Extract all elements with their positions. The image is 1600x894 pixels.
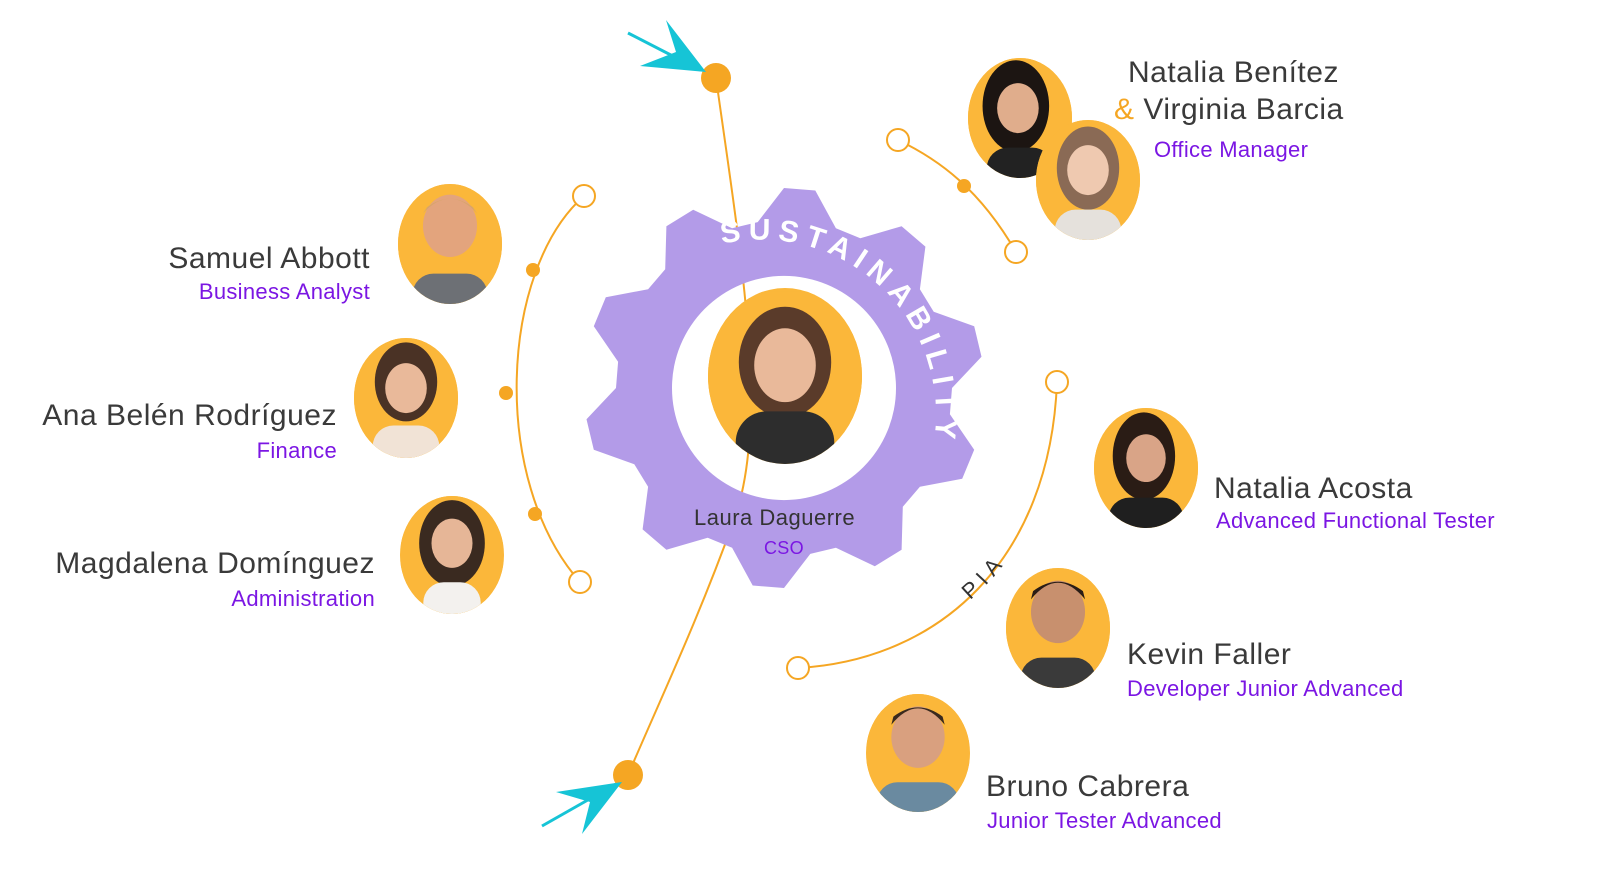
avatar [400,496,504,614]
member-role: Advanced Functional Tester [1216,508,1495,534]
avatar [1036,120,1140,240]
top-right-node [1005,241,1027,263]
office-role: Office Manager [1154,137,1308,163]
left-arc-dot [499,386,513,400]
member-name: Bruno Cabrera [986,770,1189,804]
top-arrow-icon [628,20,706,72]
avatar [1094,408,1198,528]
avatar [1006,568,1110,688]
member-role: Business Analyst [100,279,370,305]
avatar [866,694,970,812]
member-role: Administration [0,586,375,612]
member-role: Developer Junior Advanced [1127,676,1404,702]
member-name: Kevin Faller [1127,638,1291,672]
left-arc [517,196,584,582]
center-avatar [708,288,862,464]
member-role: Finance [0,438,337,464]
avatar [398,184,502,304]
office-name-2: Virginia Barcia [1143,93,1343,126]
svg-text:PIA: PIA [957,549,1011,604]
bottom-arrow-icon [542,782,622,834]
avatar [354,338,458,458]
top-right-dot [957,179,971,193]
top-right-node [887,129,909,151]
left-arc-top-node [573,185,595,207]
member-name: Magdalena Domínguez [0,547,375,581]
right-arc-top-node [1046,371,1068,393]
right-arc-bottom-node [787,657,809,679]
member-name: Ana Belén Rodríguez [0,399,337,433]
member-name: Samuel Abbott [100,242,370,276]
office-name-1: Natalia Benítez [1128,56,1339,90]
left-arc-dot [526,263,540,277]
left-arc-dot [528,507,542,521]
ampersand: & [1114,93,1135,126]
center-role: CSO [764,538,804,559]
center-name: Laura Daguerre [694,505,855,531]
member-role: Junior Tester Advanced [987,808,1222,834]
office-name-2-line: & Virginia Barcia [1114,93,1344,127]
member-name: Natalia Acosta [1214,472,1413,506]
pia-label: PIA [957,549,1011,604]
top-endpoint-dot [701,63,731,93]
left-arc-bottom-node [569,571,591,593]
